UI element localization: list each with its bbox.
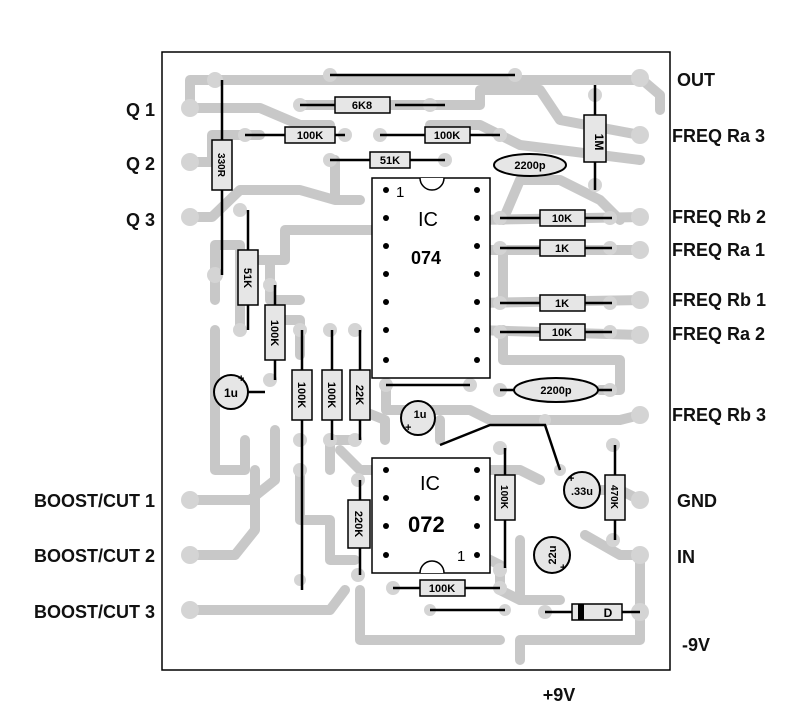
svg-text:22u: 22u <box>547 546 559 565</box>
resistor-10k-b: 10K <box>539 323 586 341</box>
svg-text:10K: 10K <box>552 327 572 339</box>
svg-text:D: D <box>604 606 613 620</box>
label-pos9v: +9V <box>543 685 576 705</box>
label-q1: Q 1 <box>126 100 155 120</box>
svg-text:100K: 100K <box>268 320 280 346</box>
resistor-100k-a: 100K <box>284 126 336 144</box>
svg-text:470K: 470K <box>608 485 619 510</box>
label-neg9v: -9V <box>682 635 710 655</box>
resistor-100k-v2: 100K <box>321 369 343 421</box>
label-gnd: GND <box>677 491 717 511</box>
ic-074-prefix: IC <box>418 209 438 231</box>
resistor-100k-v1: 100K <box>291 369 313 421</box>
label-freq-rb3: FREQ Rb 3 <box>672 405 766 425</box>
resistor-220k: 220K <box>347 499 371 549</box>
label-boost-cut-1: BOOST/CUT 1 <box>34 491 155 511</box>
label-freq-ra1: FREQ Ra 1 <box>672 240 765 260</box>
resistor-10k-a: 10K <box>539 209 586 227</box>
capacitor-1u-left: 1u + <box>213 373 249 410</box>
label-out: OUT <box>677 70 715 90</box>
capacitor-2200p-top: 2200p <box>493 153 567 177</box>
ic-074-part: 074 <box>411 248 441 268</box>
resistor-470k: 470K <box>604 474 626 521</box>
plus-icon: + <box>238 373 244 385</box>
resistor-100k-b: 100K <box>424 126 471 144</box>
resistor-100k-v3: 100K <box>494 474 516 521</box>
resistor-330r: 330R <box>211 139 233 191</box>
svg-text:330R: 330R <box>215 153 226 178</box>
resistor-1k-a: 1K <box>539 239 586 257</box>
svg-text:22K: 22K <box>353 385 365 405</box>
svg-text:51K: 51K <box>241 268 253 288</box>
svg-text:1u: 1u <box>414 409 427 421</box>
svg-text:100K: 100K <box>434 130 460 142</box>
capacitor-2200p-mid: 2200p <box>513 377 599 403</box>
plus-icon: + <box>568 473 574 485</box>
svg-text:1K: 1K <box>555 243 569 255</box>
resistor-22k: 22K <box>349 369 371 421</box>
resistor-6k8: 6K8 <box>334 96 391 114</box>
resistor-100k-bottom: 100K <box>419 579 466 597</box>
label-q2: Q 2 <box>126 154 155 174</box>
capacitor-1u-mid: 1u + <box>400 400 436 436</box>
svg-text:220K: 220K <box>352 511 364 537</box>
resistor-51k-v: 51K <box>237 249 259 306</box>
solder-pads <box>181 68 649 621</box>
ic-074-pin1: 1 <box>396 184 404 201</box>
plus-icon: + <box>560 562 566 574</box>
label-boost-cut-3: BOOST/CUT 3 <box>34 602 155 622</box>
svg-text:6K8: 6K8 <box>352 100 372 112</box>
jumper-wires <box>220 73 640 614</box>
svg-text:100K: 100K <box>498 485 509 510</box>
ic-072-part: 072 <box>408 512 445 537</box>
svg-text:1M: 1M <box>592 134 606 151</box>
svg-text:2200p: 2200p <box>514 160 545 172</box>
svg-text:1K: 1K <box>555 298 569 310</box>
svg-text:100K: 100K <box>295 382 307 408</box>
label-in: IN <box>677 547 695 567</box>
resistor-1k-b: 1K <box>539 294 586 312</box>
label-boost-cut-2: BOOST/CUT 2 <box>34 546 155 566</box>
svg-text:10K: 10K <box>552 213 572 225</box>
svg-text:51K: 51K <box>380 155 400 167</box>
svg-text:100K: 100K <box>297 130 323 142</box>
svg-text:1u: 1u <box>224 386 238 400</box>
label-q3: Q 3 <box>126 210 155 230</box>
capacitor-22u: 22u + <box>533 536 571 574</box>
svg-text:2200p: 2200p <box>540 385 571 397</box>
svg-text:.33u: .33u <box>571 486 593 498</box>
diode: D <box>571 603 623 621</box>
plus-icon: + <box>405 422 411 434</box>
ic-072: IC 072 1 <box>371 457 491 574</box>
svg-text:100K: 100K <box>429 583 455 595</box>
resistor-1m: 1M <box>583 114 607 163</box>
resistor-100k-v0: 100K <box>264 304 286 361</box>
label-freq-ra2: FREQ Ra 2 <box>672 324 765 344</box>
resistor-51k-h: 51K <box>369 151 411 169</box>
label-freq-rb1: FREQ Rb 1 <box>672 290 766 310</box>
label-freq-rb2: FREQ Rb 2 <box>672 207 766 227</box>
capacitor-033u: .33u + <box>563 471 601 509</box>
ic-074: 1 IC 074 <box>371 177 491 379</box>
ic-072-pin1: 1 <box>457 548 465 565</box>
ic-072-prefix: IC <box>420 473 440 495</box>
label-freq-ra3: FREQ Ra 3 <box>672 126 765 146</box>
svg-text:100K: 100K <box>325 382 337 408</box>
